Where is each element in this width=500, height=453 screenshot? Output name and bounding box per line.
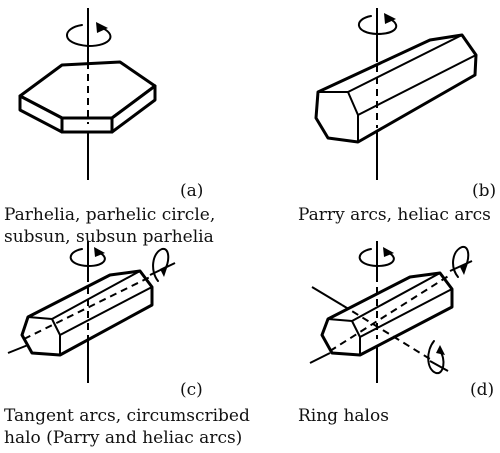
rotation-arrow-icon: [69, 247, 106, 267]
hexagonal-plate-crystal-icon: [18, 8, 157, 180]
caption-line: Parry arcs, heliac arcs: [298, 205, 491, 225]
hexagonal-column-crystal-icon: [7, 241, 176, 383]
caption-line: halo (Parry and heliac arcs): [4, 428, 243, 448]
panel-d-tag: (d): [470, 380, 495, 400]
panel-d-diagram: [309, 241, 473, 383]
panel-d-caption: Ring halos: [298, 405, 389, 427]
rotation-arrow-icon: [152, 247, 170, 282]
panel-a-diagram: [18, 8, 157, 180]
rotation-arrow-icon: [66, 22, 112, 47]
panel-a-tag: (a): [180, 181, 204, 201]
panel-b-diagram: [314, 8, 478, 180]
caption-line: Parhelia, parhelic circle,: [4, 205, 216, 225]
panel-c-tag: (c): [180, 380, 203, 400]
panel-a-caption: Parhelia, parhelic circle, subsun, subsu…: [4, 204, 215, 248]
rotation-arrow-icon: [452, 245, 470, 278]
caption-line: Tangent arcs, circumscribed: [4, 406, 250, 426]
caption-line: Ring halos: [298, 406, 389, 426]
rotation-arrow-icon: [358, 247, 395, 267]
rotation-arrow-icon: [358, 13, 398, 35]
hexagonal-column-crystal-icon: [309, 241, 473, 383]
panel-c-diagram: [7, 241, 176, 383]
hexagonal-column-crystal-icon: [314, 8, 478, 180]
caption-line: subsun, subsun parhelia: [4, 227, 214, 247]
panel-b-caption: Parry arcs, heliac arcs: [298, 204, 491, 226]
panel-b-tag: (b): [472, 181, 497, 201]
rotation-arrow-icon: [427, 340, 445, 375]
panel-c-caption: Tangent arcs, circumscribed halo (Parry …: [4, 405, 250, 449]
